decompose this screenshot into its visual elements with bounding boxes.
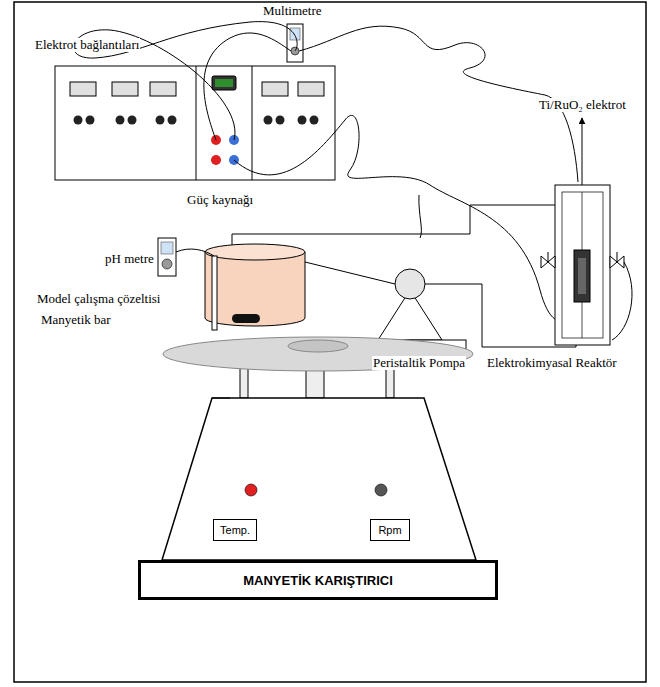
device-label: pH metre <box>104 252 155 266</box>
box-label: Temp. <box>220 524 250 536</box>
part-label: Elektrot bağlantıları <box>34 38 140 52</box>
box-label: MANYETİK KARIŞTIRICI <box>243 573 393 588</box>
part-label: Manyetik bar <box>40 313 112 327</box>
stirrer-base: MANYETİK KARIŞTIRICI <box>138 560 498 600</box>
electrode-wires <box>74 22 578 321</box>
device-label: Elektrokimyasal Reaktör <box>486 356 618 370</box>
control-box: Rpm <box>370 519 410 541</box>
frame <box>14 2 646 682</box>
magnetic-stirrer <box>162 337 476 560</box>
device-label: Multimetre <box>262 4 323 18</box>
control-box: Temp. <box>213 519 257 541</box>
ph-meter <box>158 238 217 330</box>
device-label: Güç kaynağı <box>186 193 254 207</box>
beaker <box>205 244 305 326</box>
peristaltic-pump <box>368 269 466 349</box>
device-label: Peristaltik Pompa <box>372 356 466 370</box>
electrochemical-reactor <box>541 118 632 345</box>
box-label: Rpm <box>378 524 401 536</box>
part-label: Model çalışma çözeltisi <box>36 292 161 306</box>
power-supply <box>55 66 335 180</box>
part-label: Ti/RuO₂ elektrot <box>538 98 627 112</box>
